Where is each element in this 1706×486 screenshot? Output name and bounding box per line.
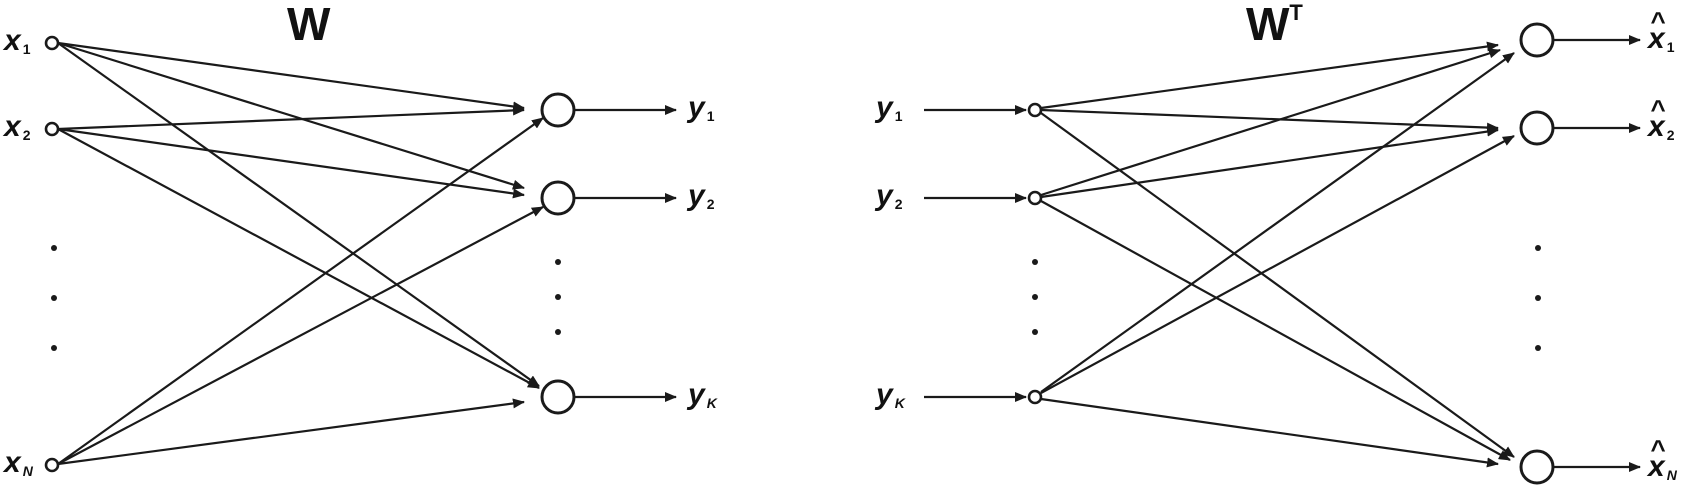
- edge-y1-xhat2: [1040, 108, 1499, 133]
- encoder-edges: [57, 41, 677, 466]
- hat-glyph: ^: [1650, 434, 1666, 464]
- edge-yK-xhatN: [1040, 397, 1499, 468]
- ellipsis-dot: [1535, 245, 1541, 251]
- edge-yK-xhat1: [1040, 52, 1515, 393]
- edge-x2-yK: [57, 128, 540, 389]
- edge-y1-xhat1: [1040, 41, 1499, 110]
- decoder-input-node-yK: [1027, 389, 1043, 405]
- input-node-xN: [44, 457, 60, 473]
- ellipsis-dot: [1032, 294, 1038, 300]
- ellipsis-dot: [1535, 345, 1541, 351]
- ellipsis-dot: [1535, 295, 1541, 301]
- edge-xN-yK: [57, 398, 525, 466]
- decoder-network: WT: [874, 0, 1678, 485]
- svg-text:x2: x2: [1646, 110, 1675, 143]
- edge-x1-yK: [57, 42, 540, 387]
- ellipsis-dot: [555, 329, 561, 335]
- output-neuron-xhat1: [1519, 22, 1555, 58]
- svg-text:xN: xN: [1646, 450, 1678, 483]
- output-neuron-y1: [540, 92, 576, 128]
- output-neuron-xhat2: [1519, 110, 1555, 146]
- input-node-x2: [44, 121, 60, 137]
- ellipsis-dot: [51, 245, 57, 251]
- ellipsis-dot: [555, 294, 561, 300]
- edge-y2-xhat1: [1040, 48, 1501, 197]
- ellipsis-dot: [1032, 329, 1038, 335]
- edge-y2-xhat2: [1040, 126, 1499, 199]
- ellipsis-dot: [1032, 259, 1038, 265]
- edge-xN-y2: [57, 206, 544, 465]
- decoder-edges: [924, 35, 1641, 472]
- input-node-x1: [44, 35, 60, 51]
- edge-y1-xhatN: [1040, 112, 1515, 458]
- decoder-input-node-y1: [1027, 102, 1043, 118]
- edge-yK-xhat2: [1040, 135, 1515, 394]
- ellipsis-dot: [51, 295, 57, 301]
- ellipsis-dot: [555, 259, 561, 265]
- edge-x2-y2: [57, 127, 525, 199]
- decoder-input-node-y2: [1027, 190, 1043, 206]
- edge-x1-y2: [57, 41, 525, 190]
- svg-text:x1: x1: [1646, 22, 1675, 55]
- edge-xN-y1: [57, 117, 544, 465]
- hat-glyph: ^: [1650, 6, 1666, 36]
- edge-x1-y1: [57, 41, 525, 112]
- output-neuron-yK: [540, 379, 576, 415]
- output-neuron-xhatN: [1519, 449, 1555, 485]
- hat-glyph: ^: [1650, 94, 1666, 124]
- ellipsis-dot: [51, 345, 57, 351]
- encoder-title: W: [287, 0, 331, 50]
- edge-y2-xhatN: [1040, 200, 1511, 461]
- output-neuron-y2: [540, 180, 576, 216]
- edge-x2-y1: [57, 105, 525, 131]
- decoder-title: WT: [1246, 0, 1303, 50]
